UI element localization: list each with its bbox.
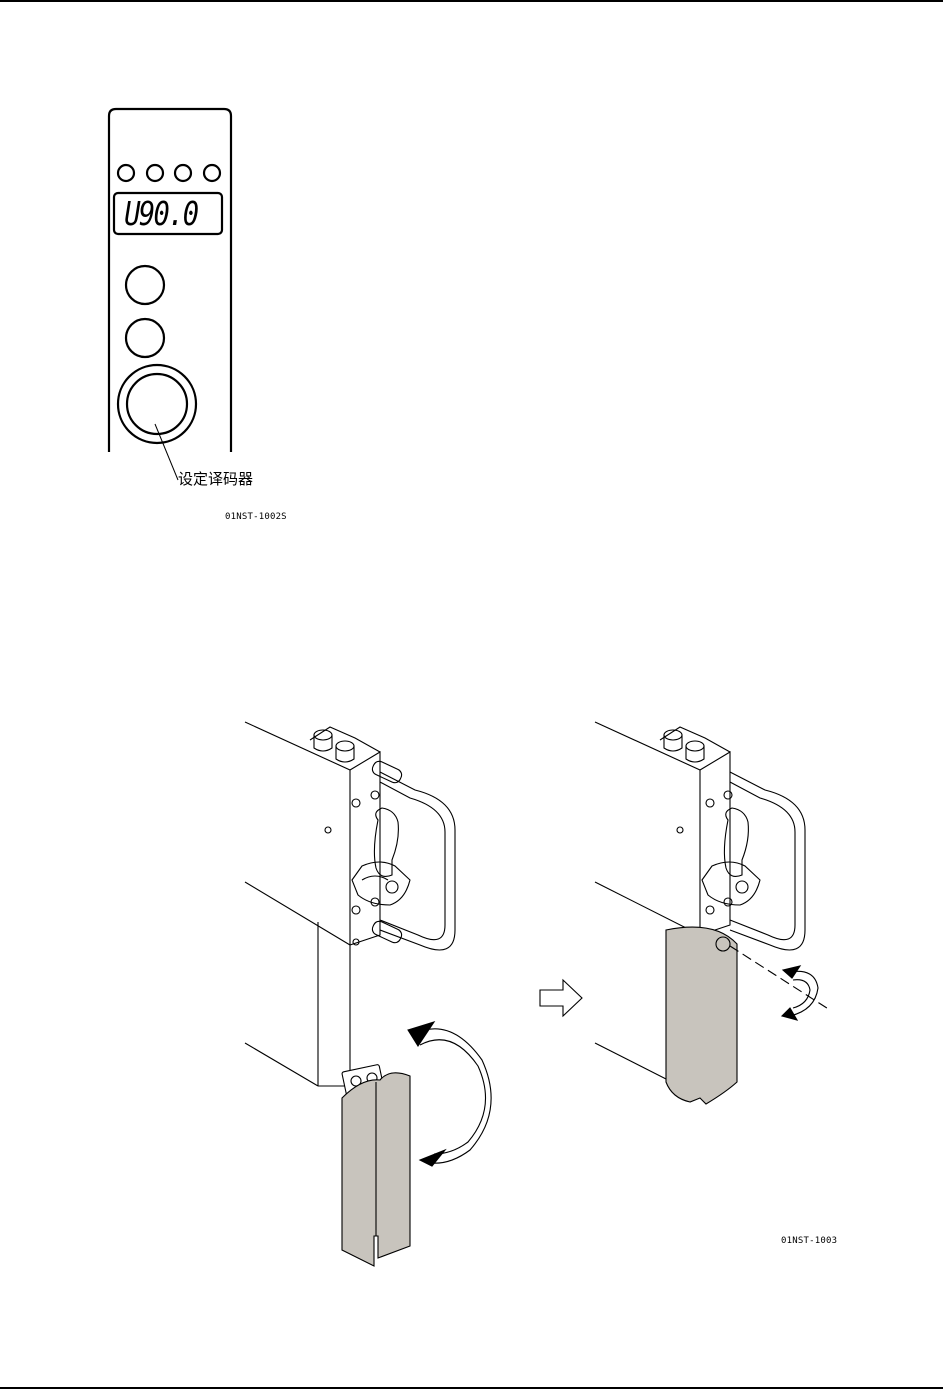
left-cover xyxy=(342,1064,410,1266)
header-rule xyxy=(0,0,943,2)
figure-code-2: 01NST-1003 xyxy=(781,1236,837,1246)
dial-callout-label: 设定译码器 xyxy=(178,468,253,489)
right-cover xyxy=(666,927,830,1104)
control-panel-figure xyxy=(100,100,320,530)
figure-code-1: 01NST-1002S xyxy=(225,512,287,522)
cover-installation-figure xyxy=(225,700,865,1290)
dial-inner xyxy=(127,374,187,434)
panel-button-2 xyxy=(126,319,164,357)
indicator-lamp-1 xyxy=(118,165,134,181)
footer-rule xyxy=(0,1387,943,1389)
display-readout: U90.0 xyxy=(119,196,203,232)
rotation-arrow-icon xyxy=(408,1022,491,1166)
panel-button-1 xyxy=(126,266,164,304)
indicator-lamp-3 xyxy=(175,165,191,181)
small-rotation-arrow-icon xyxy=(782,966,818,1020)
dial-outer-ring xyxy=(118,365,196,443)
indicator-lamp-2 xyxy=(147,165,163,181)
indicator-lamp-4 xyxy=(204,165,220,181)
right-arrow-icon xyxy=(540,980,582,1016)
